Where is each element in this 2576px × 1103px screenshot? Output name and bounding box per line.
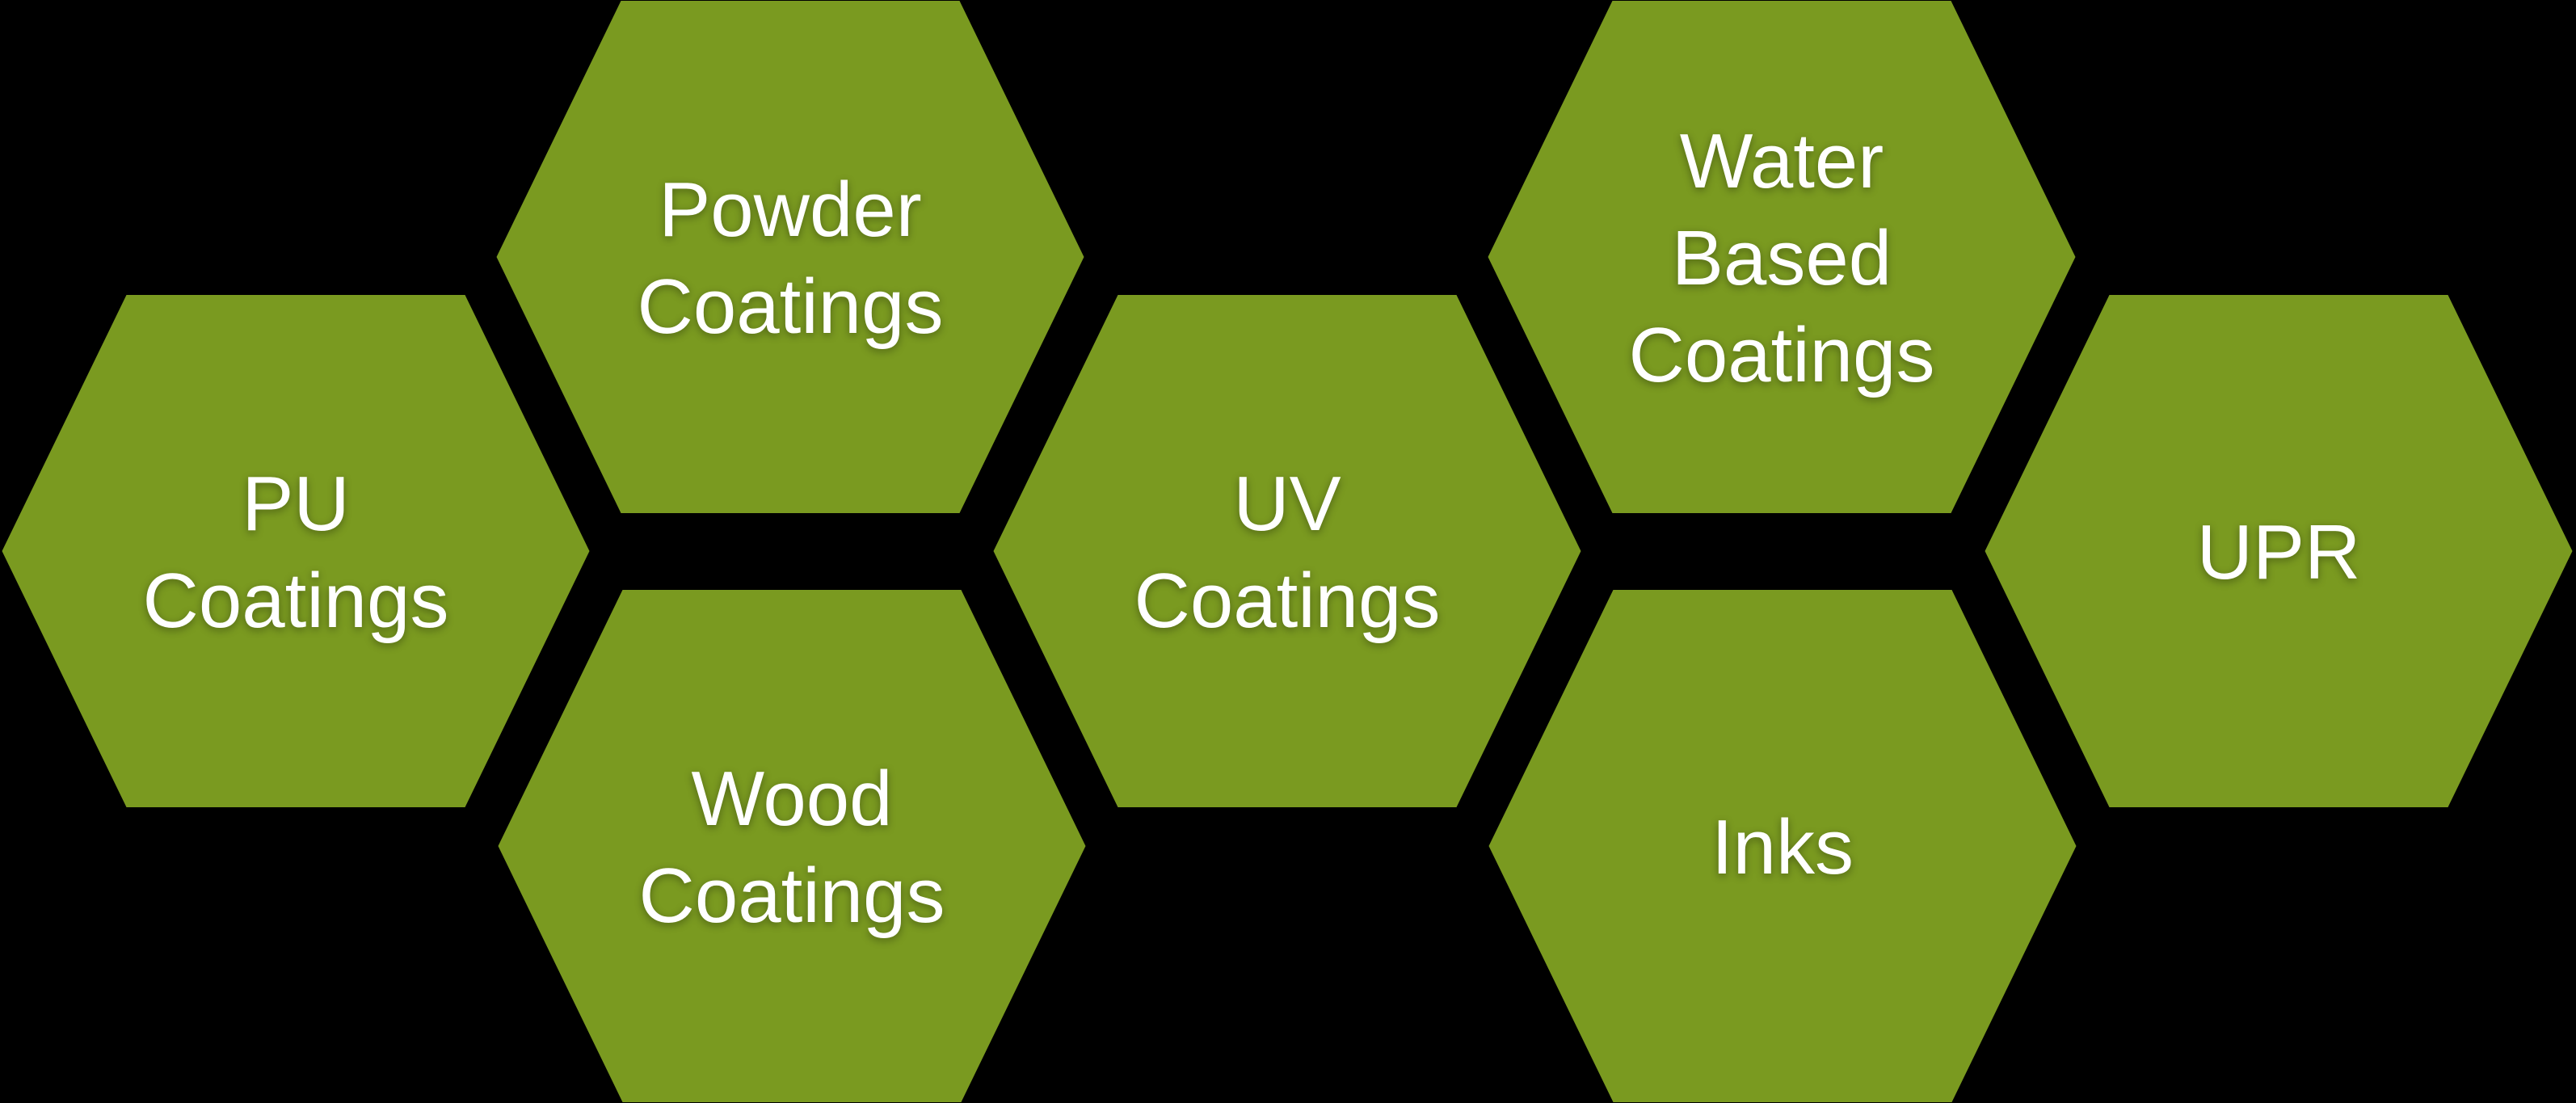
hexagon-label: UPR xyxy=(2197,509,2361,596)
hexagon-label-line: UPR xyxy=(2197,509,2361,596)
hexagon-pu-coatings: PU Coatings xyxy=(2,295,590,807)
hexagon-shape xyxy=(498,590,1086,1102)
hexagon-label-line: Coatings xyxy=(639,853,945,939)
hexagon-label-line: Water xyxy=(1680,118,1884,204)
hexagon-label-line: Coatings xyxy=(143,558,449,644)
hexagon-shape xyxy=(2,295,590,807)
hexagon-label: PU Coatings xyxy=(143,461,449,644)
hexagon-shape xyxy=(1985,295,2573,807)
hexagon-label: UV Coatings xyxy=(1134,461,1441,644)
hexagon-shape xyxy=(993,295,1581,807)
hexagon-shape xyxy=(1488,590,2077,1102)
hexagon-label-line: Inks xyxy=(1711,804,1854,890)
hexagon-label-line: Based xyxy=(1672,215,1892,301)
hexagon-shape xyxy=(1488,1,2076,513)
hexagon-inks: Inks xyxy=(1488,590,2077,1102)
hexagon-label-line: Coatings xyxy=(638,263,944,350)
hexagon-label-line: Powder xyxy=(659,166,922,253)
hexagon-label-line: Coatings xyxy=(1629,312,1935,398)
hexagon-shape xyxy=(496,1,1084,513)
hexagon-label-line: Wood xyxy=(691,756,892,842)
hexagon-label-line: UV xyxy=(1233,461,1341,547)
hexagon-label: Inks xyxy=(1711,804,1854,890)
hexagon-upr: UPR xyxy=(1985,295,2573,807)
hexagon-uv-coatings: UV Coatings xyxy=(993,295,1581,807)
hexagon-label-line: PU xyxy=(242,461,349,547)
hexagon-label-line: Coatings xyxy=(1134,558,1441,644)
